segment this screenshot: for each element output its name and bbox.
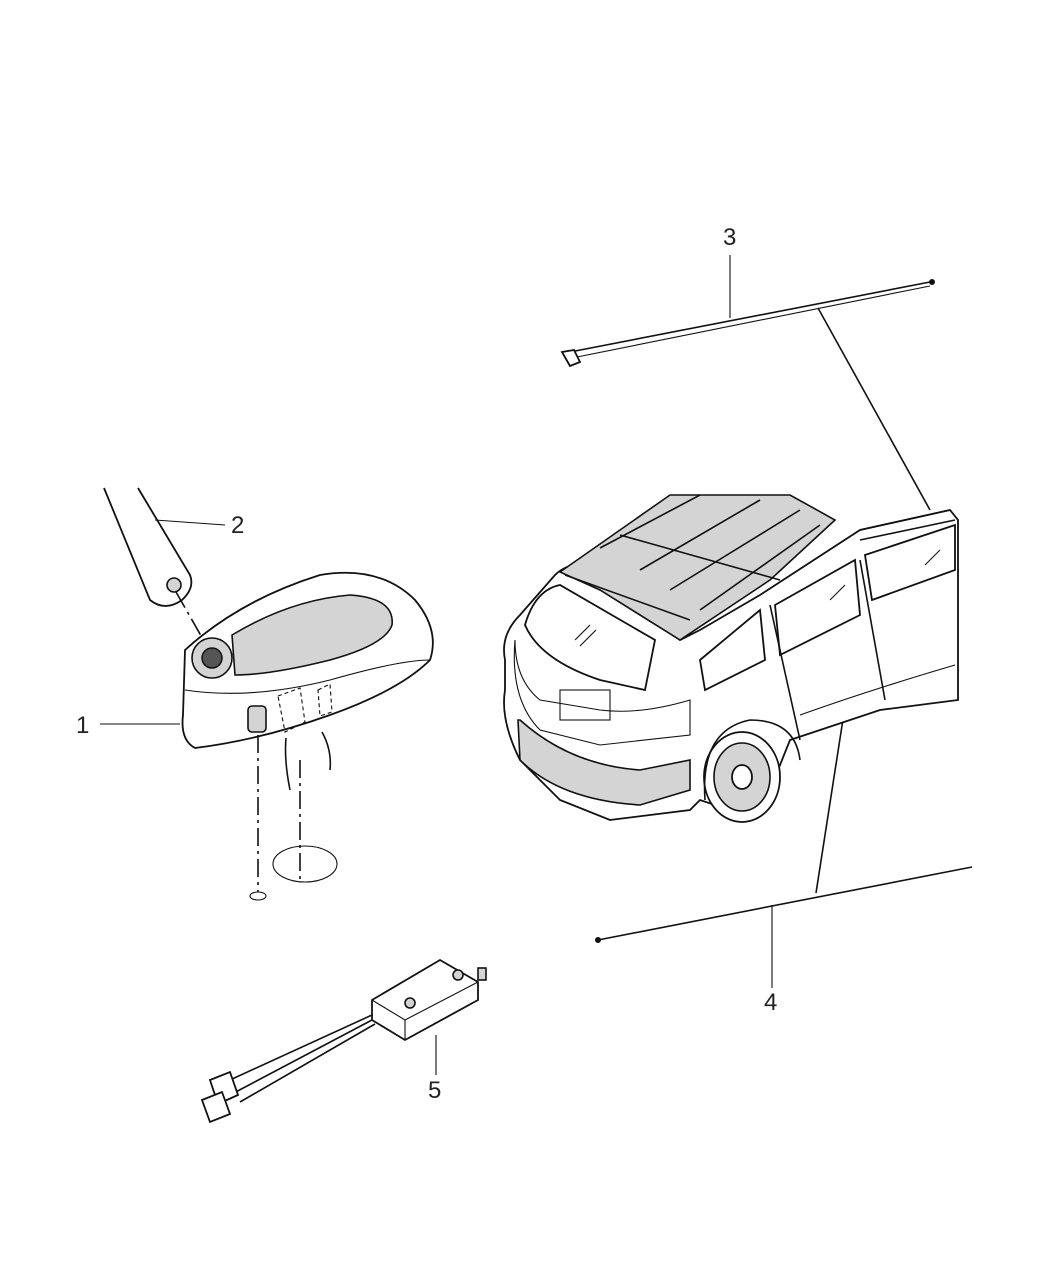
antenna-base — [181, 571, 434, 791]
roof-cable — [560, 279, 935, 511]
callout-3: 3 — [723, 224, 736, 251]
antenna-mast — [103, 487, 213, 656]
vehicle-illustration — [503, 494, 959, 823]
leader-line-2 — [154, 519, 226, 526]
callout-4: 4 — [764, 989, 777, 1016]
amplifier-module — [200, 958, 487, 1124]
callout-2: 2 — [231, 512, 244, 539]
body-cable — [595, 699, 973, 943]
callout-1: 1 — [76, 712, 89, 739]
callout-5: 5 — [428, 1077, 441, 1104]
leader-lines — [100, 255, 773, 1075]
mounting-hardware — [249, 735, 338, 901]
